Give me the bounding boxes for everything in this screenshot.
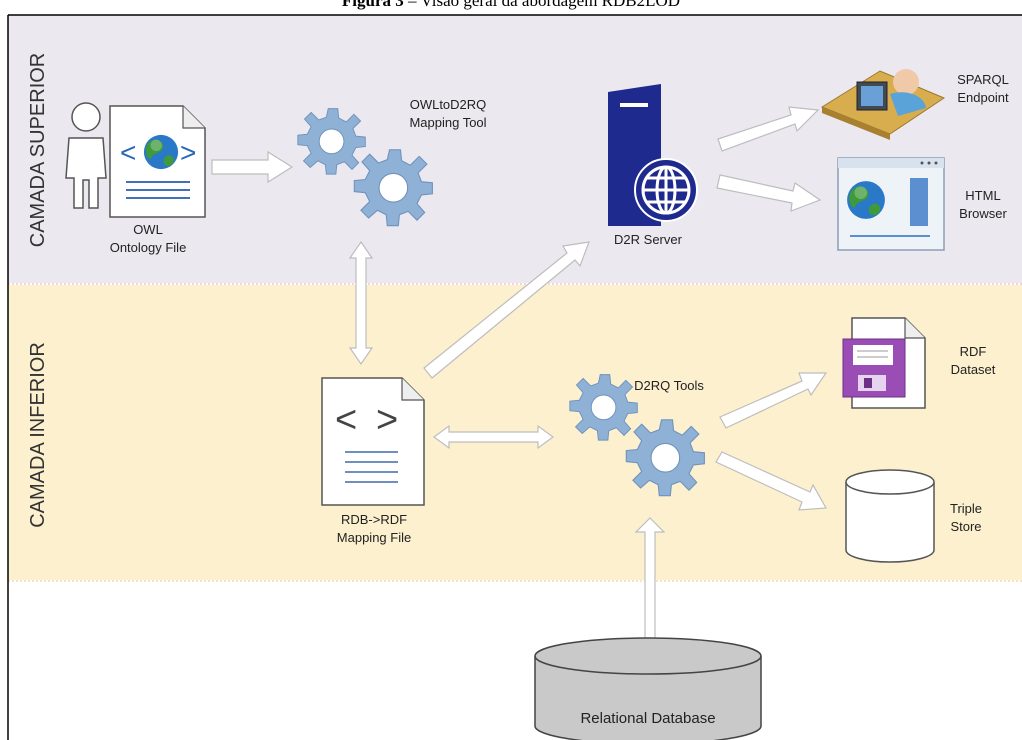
arrow-server-to-browser	[716, 174, 822, 212]
caption-separator: –	[403, 0, 421, 10]
arrow-tool-to-mapping-bidirectional	[348, 240, 374, 366]
caption-number: Figura 3	[341, 0, 404, 10]
mapping-file-label-line2: Mapping File	[337, 530, 411, 545]
mapping-file-icon: < >	[321, 377, 425, 506]
connections	[211, 106, 828, 649]
mapping-tool-label-line2: Mapping Tool	[409, 115, 486, 130]
mapping-tool-label-line1: OWLtoD2RQ	[410, 97, 487, 112]
svg-text:<: <	[120, 137, 136, 168]
svg-text:>: >	[376, 399, 398, 441]
sparql-label-line2: Endpoint	[957, 90, 1009, 105]
arrow-server-to-sparql	[717, 106, 820, 152]
rdf-dataset-icon	[842, 317, 926, 409]
owl-file-icon: < >	[109, 105, 206, 218]
arrow-mapping-d2rq-bidirectional	[432, 424, 555, 450]
triple-store-label-line1: Triple	[950, 501, 982, 516]
arrow-mapping-to-server	[423, 241, 590, 379]
svg-text:<: <	[335, 399, 357, 441]
svg-text:>: >	[180, 137, 196, 168]
workstation-icon	[820, 69, 946, 140]
caption-title: Visão geral da abordagem RDB2LOD	[420, 0, 681, 10]
relational-database-label: Relational Database	[580, 710, 715, 727]
browser-label-line1: HTML	[965, 188, 1000, 203]
mapping-file-label-line1: RDB->RDF	[341, 512, 407, 527]
rdf-label-line1: RDF	[960, 344, 987, 359]
sparql-label-line1: SPARQL	[957, 72, 1009, 87]
arrow-d2rq-to-rdf	[719, 372, 828, 429]
triple-store-cylinder-icon	[845, 469, 935, 563]
d2r-server-label: D2R Server	[614, 232, 683, 247]
owl-file-label-line2: Ontology File	[110, 240, 187, 255]
rdf-label-line2: Dataset	[951, 362, 996, 377]
figure-caption: Figura 3 – Visão geral da abordagem RDB2…	[0, 0, 1022, 11]
d2rq-tools-label: D2RQ Tools	[634, 378, 704, 393]
triple-store-label-line2: Store	[950, 519, 981, 534]
browser-label-line2: Browser	[959, 206, 1007, 221]
browser-window-icon	[837, 157, 945, 251]
server-icon	[608, 84, 698, 226]
arrow-owl-to-tool	[211, 150, 294, 184]
owl-file-label-line1: OWL	[133, 222, 163, 237]
arrow-d2rq-to-triplestore	[715, 451, 827, 511]
person-icon	[65, 102, 107, 209]
relational-database-cylinder-icon	[534, 637, 762, 740]
upper-layer-label: CAMADA SUPERIOR	[27, 53, 49, 247]
lower-layer-label: CAMADA INFERIOR	[27, 342, 49, 528]
